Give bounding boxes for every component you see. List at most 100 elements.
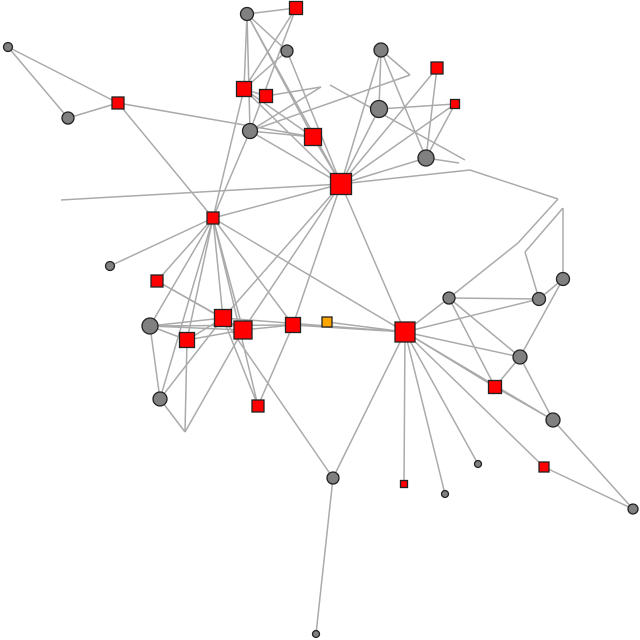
square-node [111,96,125,110]
edge [186,217,214,341]
edge [246,13,342,185]
edge [249,130,342,185]
edge [243,7,297,90]
edge [404,331,545,468]
edge [243,13,248,90]
square-node [303,127,323,147]
circle-node [545,412,561,428]
edge [246,13,251,132]
edge [212,217,259,407]
edge [243,88,342,185]
edge [249,74,411,132]
circle-node [373,42,389,58]
edge [212,130,251,219]
edge [425,67,438,159]
edge [249,7,297,132]
edge [222,317,334,479]
edge [340,67,438,185]
edge [519,278,564,358]
square-node [213,308,233,328]
square-node [449,98,461,110]
edge [380,49,427,159]
edge [403,331,406,485]
edge [286,50,342,185]
edge [543,466,634,510]
edge [340,183,406,333]
edge [149,325,161,400]
edge [519,356,554,421]
edge [332,331,406,479]
edge [552,419,634,510]
edge [340,157,427,185]
orange-square-node [321,316,333,328]
edge [212,88,245,219]
edge [222,183,342,319]
circle-node [239,6,255,22]
square-node [394,321,416,343]
circle-node [61,111,75,125]
square-node [430,61,444,75]
edge [517,198,559,244]
edge [249,86,322,132]
square-node [206,211,220,225]
square-node [178,331,196,349]
edge [448,297,496,388]
edge [7,46,119,104]
circle-node [417,149,435,167]
edge [340,169,471,185]
square-node [288,0,304,16]
edge [67,102,119,119]
square-node [150,274,164,288]
edge-layer [7,7,634,635]
edge [246,7,297,15]
circle-node [241,122,259,140]
edge [60,183,342,201]
edge [149,217,214,327]
edge [469,169,559,200]
square-node [399,479,409,489]
edge [404,331,521,358]
edge [292,183,342,326]
circle-node [440,489,450,499]
square-node [235,80,253,98]
edge [159,217,214,400]
edge [340,49,382,185]
circle-node [280,44,294,58]
edge [159,317,224,400]
edge [425,103,456,159]
edge [212,217,294,326]
square-node [538,461,550,473]
square-node [233,320,253,340]
circle-node [152,391,168,407]
square-node [487,379,503,395]
circle-node [531,291,547,307]
edge [524,207,564,253]
edge [340,108,380,185]
edge [184,329,244,433]
circle-node [627,503,639,515]
edge [117,102,214,219]
edge [257,324,294,407]
edge [222,317,406,333]
circle-node [141,317,159,335]
circle-node [369,99,389,119]
circle-node [555,271,571,287]
edge [378,103,456,110]
edge [246,13,288,52]
edge [378,49,382,110]
edge [212,217,406,333]
edge [340,103,456,185]
square-node [258,88,274,104]
edge [149,317,224,327]
edge [242,183,342,331]
edge [109,217,214,267]
edge [156,217,214,282]
edge [404,331,446,495]
circle-node [442,291,456,305]
circle-node [326,471,340,485]
edge [404,331,479,465]
edge [448,242,519,299]
edge [404,298,540,333]
